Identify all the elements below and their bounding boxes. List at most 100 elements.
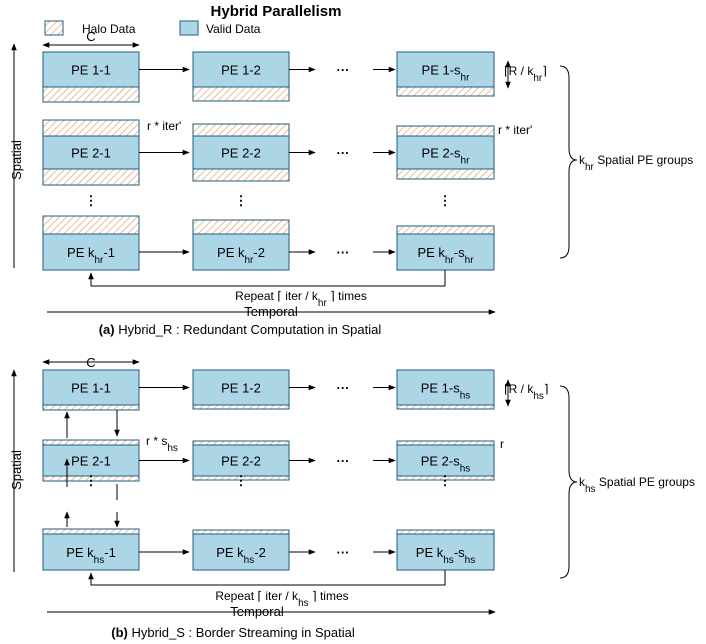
group-brace — [559, 385, 578, 579]
halo-block-top — [396, 225, 495, 235]
valid-legend-label: Valid Data — [206, 22, 261, 36]
caption-text: Hybrid_R : Redundant Computation in Spat… — [115, 322, 382, 337]
halo-block-bottom — [192, 404, 290, 410]
pe-block — [42, 51, 140, 88]
pe-block — [192, 233, 290, 271]
pe-label-part: hr — [461, 72, 471, 83]
height-label-part: ⌉ — [544, 382, 549, 396]
pe-label-part: hr — [95, 255, 105, 266]
repeat-label-part: hr — [318, 298, 328, 309]
pe-label-part: hs — [443, 555, 454, 566]
repeat-label: Repeat ⌈ iter / khr ⌉ times — [235, 289, 367, 309]
horizontal-ellipsis: ··· — [337, 545, 350, 560]
temporal-axis-label: Temporal — [244, 304, 298, 319]
halo-block-bottom — [396, 86, 495, 97]
width-label: C — [86, 355, 95, 370]
group-label-part: hs — [585, 484, 596, 495]
pe-label-part: PE k — [217, 245, 245, 260]
vertical-ellipsis: ⋮ — [235, 193, 248, 208]
halo-block-bottom — [396, 168, 495, 180]
halo-block-top — [192, 123, 290, 137]
pe-label-part: PE 2-2 — [221, 454, 261, 469]
repeat-label-part: hs — [298, 598, 309, 609]
height-label-part: ⌈R / k — [504, 382, 534, 396]
halo-block-top — [42, 119, 140, 137]
pe-block — [192, 51, 290, 88]
pe-label-part: PE 1-1 — [71, 63, 111, 78]
halo-block-top — [192, 440, 290, 446]
pe-block — [192, 369, 290, 406]
pe-label-part: -1 — [103, 245, 115, 260]
pe-label-part: PE 2-s — [422, 146, 462, 161]
pe-block — [396, 444, 495, 477]
pe-label: PE khr-1 — [67, 245, 115, 266]
pe-label-part: PE 1-s — [422, 63, 462, 78]
group-brace — [559, 65, 578, 259]
pe-block — [192, 444, 290, 477]
pe-label-part: -s — [454, 245, 465, 260]
group-label: khs Spatial PE groups — [579, 475, 695, 495]
pe-block — [42, 533, 140, 571]
halo-block-top — [396, 529, 495, 535]
section-b-caption: (b) Hybrid_S : Border Streaming in Spati… — [111, 625, 355, 640]
height-label: ⌈R / khr⌉ — [504, 64, 547, 84]
pe-label-part: -s — [454, 545, 465, 560]
halo-block-bottom — [396, 404, 495, 410]
halo-block-bottom — [192, 168, 290, 182]
halo-block-bottom — [396, 475, 495, 481]
repeat-loop-arrow — [88, 570, 446, 586]
valid-legend-swatch — [179, 20, 199, 36]
vertical-ellipsis: ⋮ — [235, 473, 248, 488]
vertical-ellipsis: ⋮ — [85, 473, 98, 488]
group-label-part: k — [579, 475, 586, 489]
halo-block-bottom — [192, 86, 290, 102]
pe-label-part: -1 — [104, 545, 116, 560]
height-label-part: ⌉ — [542, 64, 547, 78]
temporal-axis-label: Temporal — [230, 604, 284, 619]
pe-label: PE 2-shr — [422, 146, 471, 167]
pe-block — [42, 135, 140, 170]
pe-label: PE 1-shs — [421, 381, 471, 402]
pe-block — [396, 369, 495, 406]
halo-block-top — [396, 440, 495, 446]
width-label: C — [86, 29, 95, 44]
pe-label-part: hr — [465, 255, 475, 266]
pe-label: PE 2-1 — [71, 146, 111, 161]
vertical-ellipsis: ⋮ — [439, 473, 452, 488]
height-label: ⌈R / khs⌉ — [504, 382, 549, 402]
pe-label: PE khr-2 — [217, 245, 265, 266]
spatial-axis-label: Spatial — [9, 140, 24, 180]
pe-label: PE 2-1 — [71, 454, 111, 469]
pe-label-part: PE k — [416, 545, 444, 560]
pe-label-part: PE k — [67, 245, 95, 260]
halo-block-bottom — [42, 475, 140, 482]
horizontal-ellipsis: ··· — [337, 245, 350, 260]
halo-block-top — [192, 219, 290, 235]
section-a-caption: (a) Hybrid_R : Redundant Computation in … — [99, 322, 382, 337]
pe-label-part: PE 1-1 — [71, 381, 111, 396]
pe-label-part: PE 1-s — [421, 381, 461, 396]
pe-block — [42, 369, 140, 406]
pe-label: PE 2-2 — [221, 146, 261, 161]
group-label-part: Spatial PE groups — [596, 475, 695, 489]
height-label-part: ⌈R / k — [504, 64, 534, 78]
repeat-label: Repeat ⌈ iter / khs ⌉ times — [215, 589, 348, 609]
halo-block-bottom — [42, 168, 140, 186]
pe-block — [396, 233, 495, 271]
vertical-ellipsis: ⋮ — [85, 193, 98, 208]
halo-block-top — [42, 528, 140, 535]
pe-block — [42, 444, 140, 477]
pe-label: PE khr-shr — [417, 245, 474, 266]
horizontal-ellipsis: ··· — [337, 381, 350, 396]
pe-label-part: hs — [460, 390, 471, 401]
caption-prefix: (a) — [99, 322, 115, 337]
pe-label-part: -2 — [253, 245, 265, 260]
spatial-axis-label: Spatial — [9, 450, 24, 490]
pe-label: PE khs-2 — [216, 545, 266, 566]
